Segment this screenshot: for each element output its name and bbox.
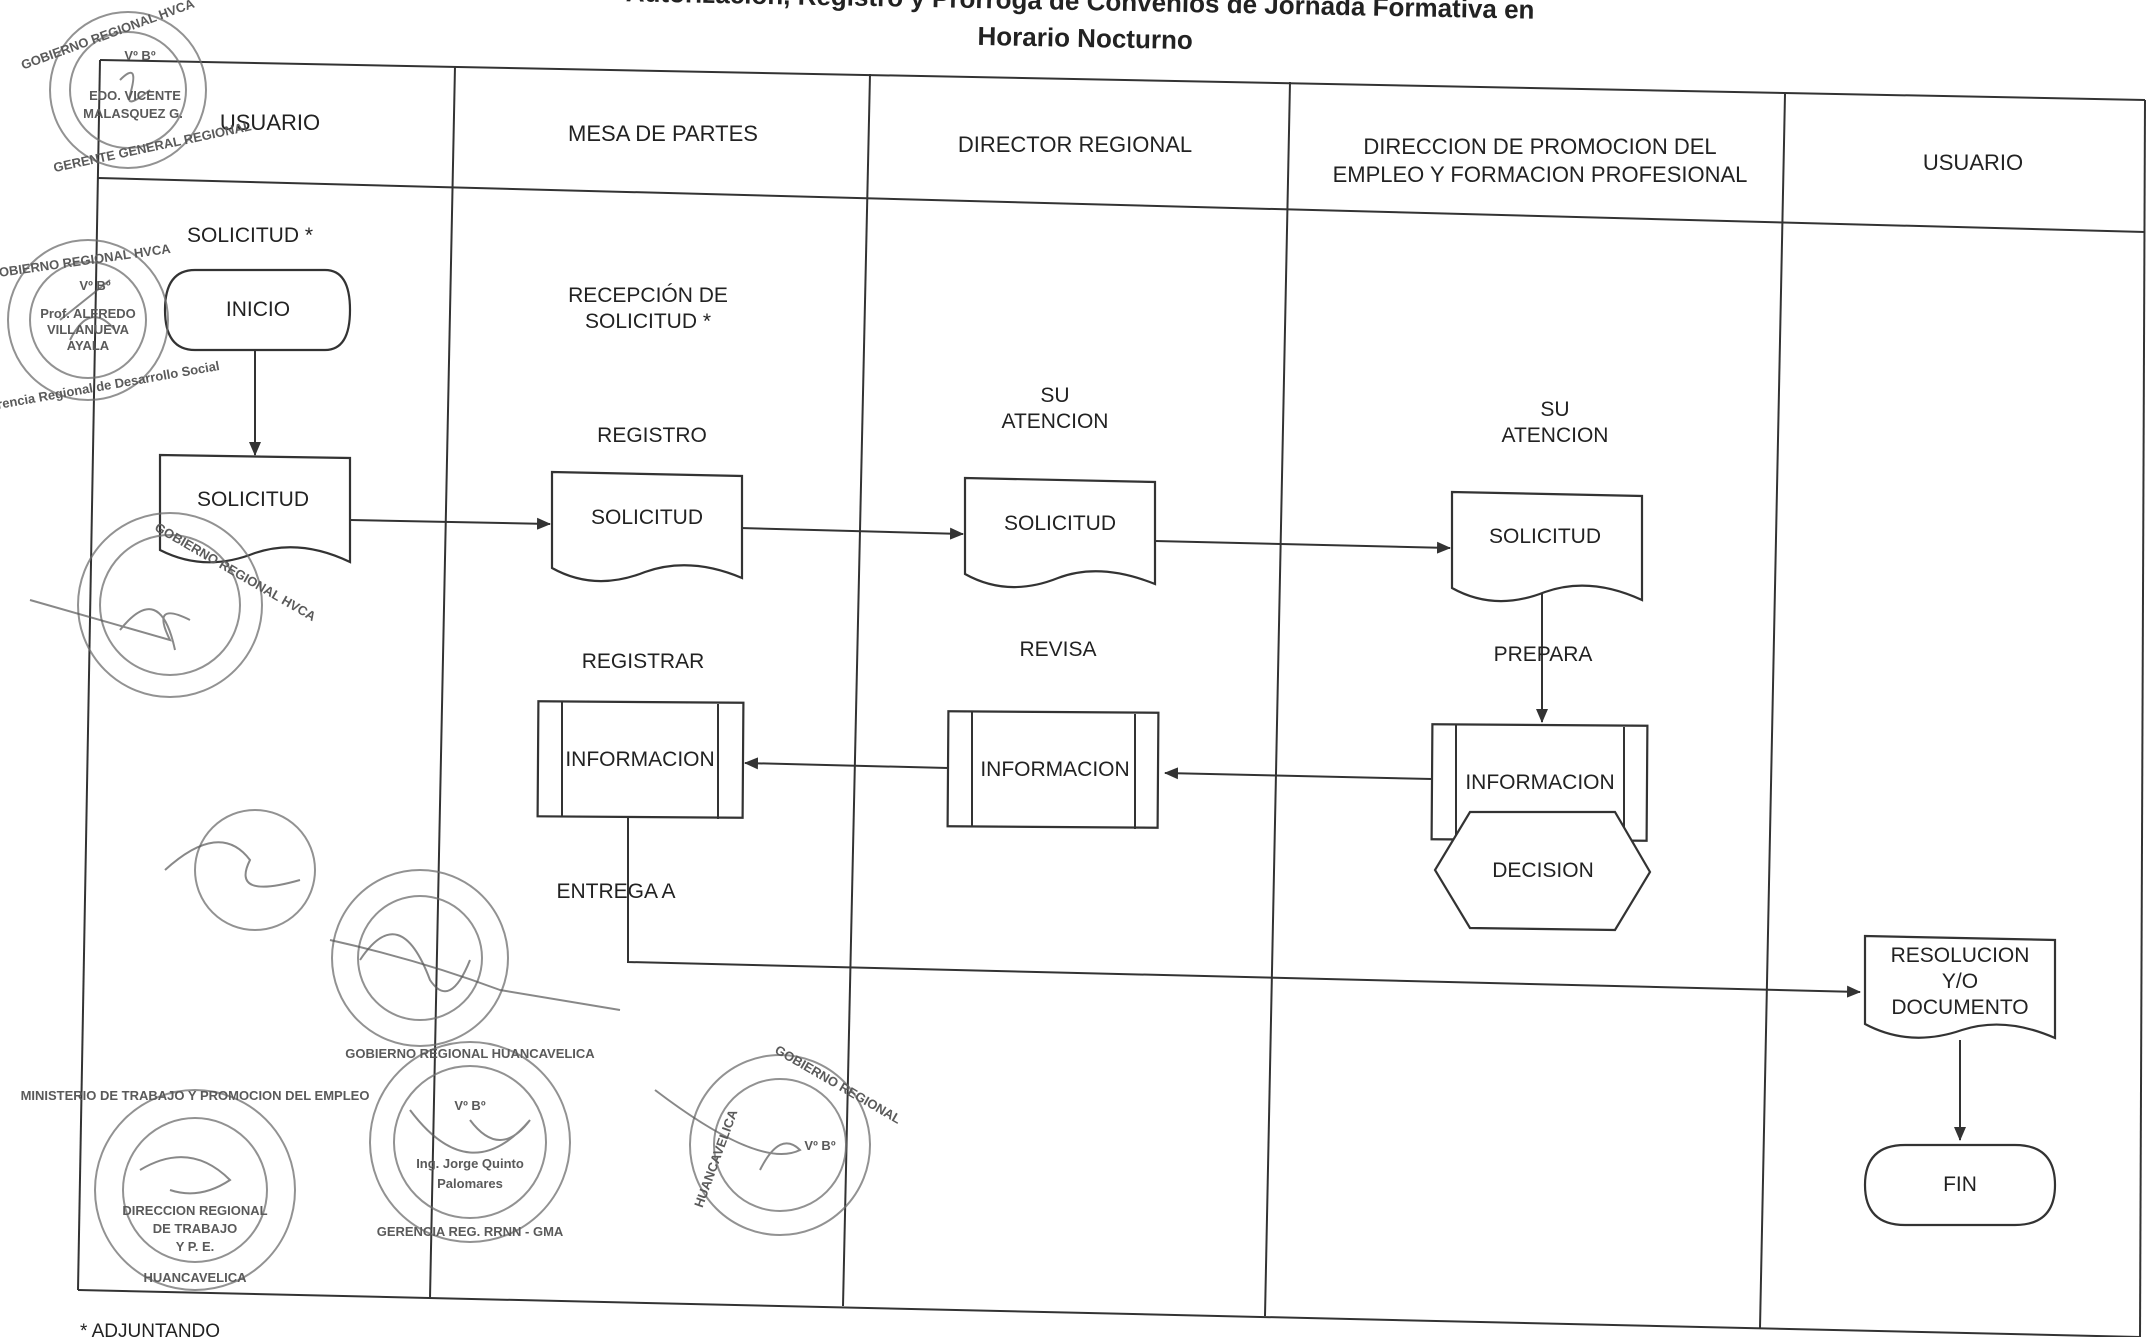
svg-text:AYALA: AYALA (67, 338, 110, 353)
stamp-huancavelica-right: GOBIERNO REGIONAL HUANCAVELICA Vº Bº (654, 1042, 904, 1236)
stamp-vb-signatures (164, 809, 621, 1047)
connectors (249, 350, 1966, 1141)
label-recepcion-line1: RECEPCIÓN DE (568, 284, 728, 307)
arrow-director-to-mesa (744, 757, 949, 770)
node-informacion-director (946, 710, 1160, 829)
swimlane-grid (77, 59, 2146, 1337)
label-su-atencion-direccion-line2: ATENCION (1502, 424, 1609, 447)
node-solicitud-director-label: SOLICITUD (1004, 512, 1116, 535)
label-registro: REGISTRO (597, 424, 707, 447)
lane-header-usuario-2: USUARIO (1923, 150, 2023, 175)
node-solicitud-mesa (550, 470, 744, 583)
label-su-atencion-director-line1: SU (1040, 384, 1069, 407)
lane-header-director-regional: DIRECTOR REGIONAL (958, 132, 1192, 157)
node-solicitud-direccion-label: SOLICITUD (1489, 525, 1601, 548)
label-su-atencion-direccion-line1: SU (1540, 398, 1569, 421)
node-solicitud-direccion (1450, 490, 1644, 603)
arrow-mesa-to-director (739, 527, 964, 540)
svg-text:Ing. Jorge Quinto: Ing. Jorge Quinto (416, 1156, 524, 1171)
svg-text:EDO. VICENTE: EDO. VICENTE (89, 88, 181, 103)
node-inicio-label: INICIO (226, 298, 290, 321)
svg-text:MINISTERIO DE TRABAJO Y PROMOC: MINISTERIO DE TRABAJO Y PROMOCION DEL EM… (21, 1088, 370, 1103)
lane-header-mesa-de-partes: MESA DE PARTES (568, 121, 758, 146)
stamp-huancavelica-center: GOBIERNO REGIONAL HUANCAVELICA Vº Bº Ing… (345, 1041, 595, 1243)
svg-text:Vº Bº: Vº Bº (79, 278, 110, 293)
svg-text:DIRECCION REGIONAL: DIRECCION REGIONAL (122, 1203, 267, 1218)
svg-text:GERENCIA REG. RRNN - GMA: GERENCIA REG. RRNN - GMA (377, 1224, 564, 1239)
node-resolucion-line2: Y/O (1942, 970, 1978, 993)
arrow-mesa-to-resolucion (627, 818, 1861, 998)
stamp-gerente-general: GOBIERNO REGIONAL HVCA Vº Bº EDO. VICENT… (19, 0, 253, 175)
arrow-usuario-to-mesa (349, 517, 551, 530)
svg-text:Gerencia Regional de Desarroll: Gerencia Regional de Desarrollo Social (0, 358, 221, 415)
label-prepara: PREPARA (1494, 643, 1593, 666)
label-su-atencion-director-line2: ATENCION (1002, 410, 1109, 433)
label-recepcion-line2: SOLICITUD * (585, 310, 711, 333)
node-informacion-director-label: INFORMACION (980, 758, 1129, 781)
node-informacion-direccion-label: INFORMACION (1465, 771, 1614, 794)
node-informacion-mesa-label: INFORMACION (565, 748, 714, 771)
svg-text:Palomares: Palomares (437, 1176, 503, 1191)
label-entrega: ENTREGA A (556, 880, 675, 903)
label-revisa: REVISA (1019, 638, 1096, 661)
svg-text:Vº Bº: Vº Bº (804, 1138, 835, 1153)
stamp-ministerio-trabajo: MINISTERIO DE TRABAJO Y PROMOCION DEL EM… (21, 1088, 370, 1291)
label-solicitud-star: SOLICITUD * (187, 224, 313, 247)
svg-text:GOBIERNO REGIONAL HUANCAVELICA: GOBIERNO REGIONAL HUANCAVELICA (345, 1046, 595, 1061)
node-solicitud-director (963, 476, 1157, 589)
label-registrar: REGISTRAR (582, 650, 705, 673)
svg-text:MALASQUEZ G.: MALASQUEZ G. (83, 106, 183, 121)
node-inicio-terminator (163, 268, 352, 352)
svg-text:Vº Bº: Vº Bº (124, 48, 155, 63)
node-informacion-mesa (536, 700, 745, 819)
svg-text:VILLANUEVA: VILLANUEVA (47, 322, 130, 337)
lane-header-usuario: USUARIO (220, 110, 320, 135)
svg-text:HUANCAVELICA: HUANCAVELICA (691, 1107, 741, 1210)
footnote-adjuntando: * ADJUNTANDO (80, 1321, 220, 1337)
arrow-direccion-to-director (1164, 767, 1433, 780)
node-resolucion-line1: RESOLUCION (1891, 944, 2030, 967)
lane-header-direccion-line1: DIRECCION DE PROMOCION DEL (1363, 134, 1716, 159)
node-resolucion-line3: DOCUMENTO (1891, 996, 2028, 1019)
node-resolucion-document (1863, 934, 2057, 1040)
diagram-title-line1: Autorización, Registro y Prórroga de Con… (626, 0, 1535, 25)
arrow-director-to-direccion (1154, 540, 1451, 554)
svg-text:Vº Bº: Vº Bº (454, 1098, 485, 1113)
svg-text:DE TRABAJO: DE TRABAJO (153, 1221, 238, 1236)
svg-text:GOBIERNO REGIONAL HVCA: GOBIERNO REGIONAL HVCA (0, 241, 172, 281)
node-fin-label: FIN (1943, 1173, 1977, 1196)
node-fin-terminator (1863, 1143, 2057, 1227)
node-solicitud-mesa-label: SOLICITUD (591, 506, 703, 529)
diagram-title-line2: Horario Nocturno (977, 21, 1193, 55)
lane-header-direccion-line2: EMPLEO Y FORMACION PROFESIONAL (1333, 162, 1748, 187)
node-decision-label: DECISION (1492, 859, 1594, 882)
node-decision-hexagon (1433, 810, 1652, 932)
node-solicitud-usuario (158, 453, 352, 564)
node-solicitud-usuario-label: SOLICITUD (197, 488, 309, 511)
svg-text:HUANCAVELICA: HUANCAVELICA (143, 1270, 247, 1285)
svg-text:Y P. E.: Y P. E. (176, 1239, 215, 1254)
